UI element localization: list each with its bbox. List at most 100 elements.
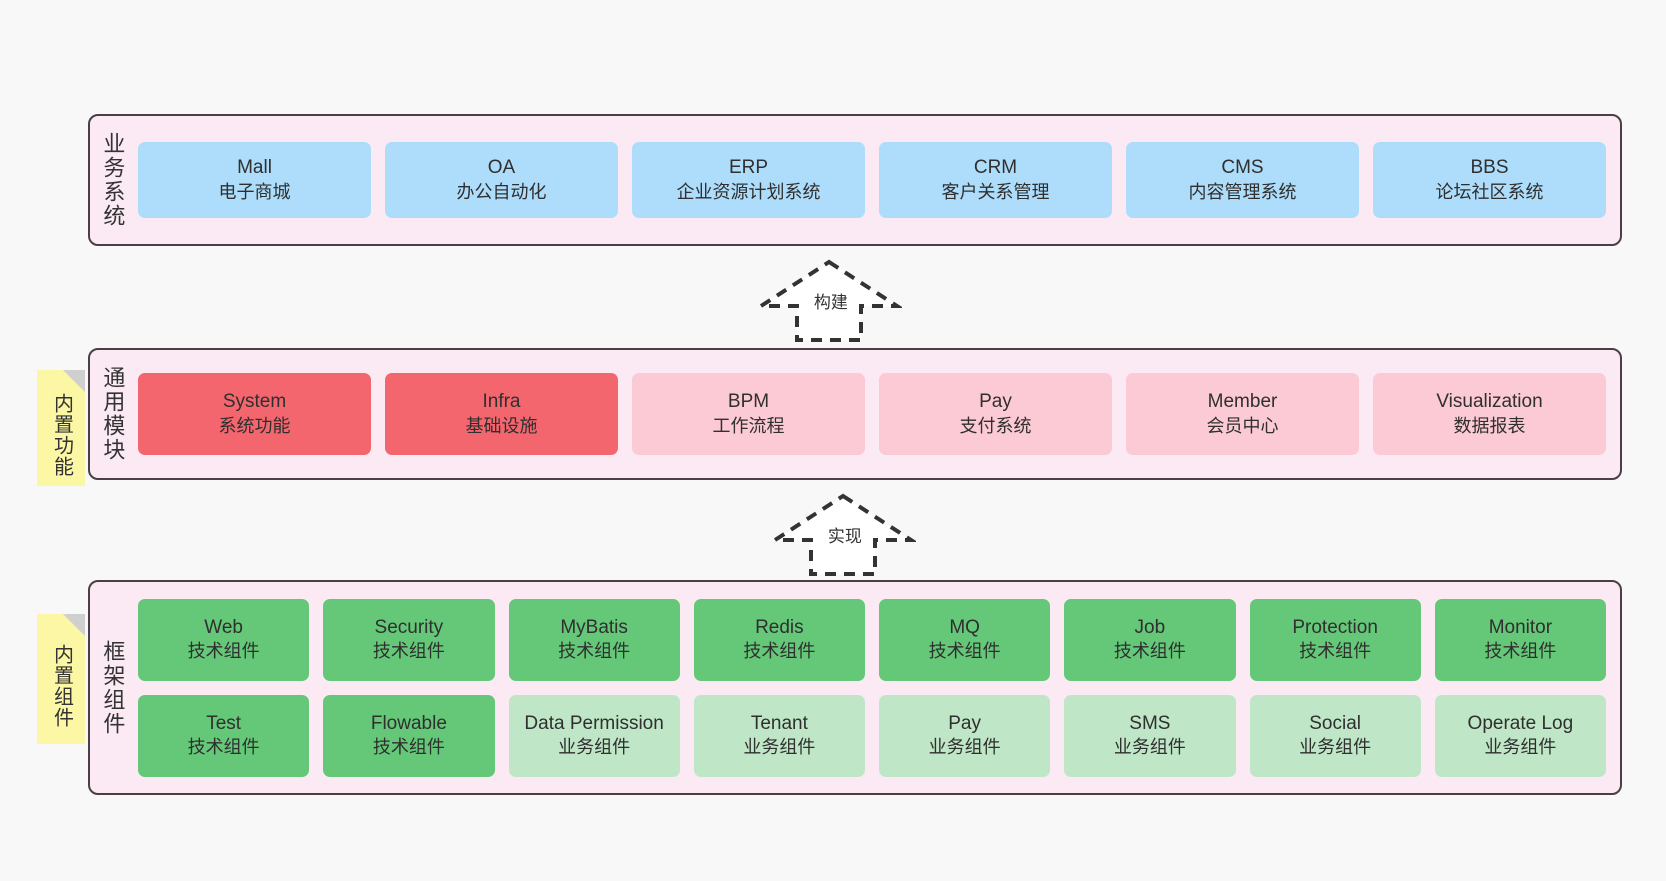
card-subtitle: 业务组件 xyxy=(1299,737,1372,758)
connector-implement-arrow: 实现 xyxy=(768,492,918,578)
card-tenant[interactable]: Tenant 业务组件 xyxy=(693,694,865,777)
layer-title-general-module: 通用模块 xyxy=(100,366,126,462)
card-title: Web xyxy=(204,616,243,638)
card-subtitle: 业务组件 xyxy=(558,737,631,758)
card-title: System xyxy=(222,391,287,413)
card-title: ERP xyxy=(728,157,769,179)
card-subtitle: 业务组件 xyxy=(1113,737,1186,758)
card-row-tech: Web 技术组件 Security 技术组件 MyBatis 技术组件 Redi… xyxy=(138,598,1606,681)
card-title: Operate Log xyxy=(1467,712,1574,734)
build-arrow-icon xyxy=(754,259,904,342)
card-operate-log[interactable]: Operate Log 业务组件 xyxy=(1434,694,1606,777)
card-mybatis[interactable]: MyBatis 技术组件 xyxy=(508,598,680,681)
card-subtitle: 内容管理系统 xyxy=(1188,181,1297,202)
card-title: Infra xyxy=(482,391,521,413)
folded-corner-icon xyxy=(63,614,85,636)
layer-framework-component: 框架组件 Web 技术组件 Security 技术组件 MyBatis 技术组件… xyxy=(88,580,1622,795)
card-crm[interactable]: CRM 客户关系管理 xyxy=(879,142,1112,218)
card-subtitle: 办公自动化 xyxy=(456,181,547,202)
card-title: Pay xyxy=(948,712,981,734)
card-cms[interactable]: CMS 内容管理系统 xyxy=(1126,142,1359,218)
card-protection[interactable]: Protection 技术组件 xyxy=(1249,598,1421,681)
layer-business-system: 业务系统 Mall 电子商城 OA 办公自动化 ERP 企业资源计划系统 CRM… xyxy=(88,114,1622,246)
connector-label: 实现 xyxy=(827,527,862,546)
card-title: Data Permission xyxy=(524,712,664,734)
card-subtitle: 会员中心 xyxy=(1206,415,1279,436)
card-subtitle: 数据报表 xyxy=(1453,415,1526,436)
card-oa[interactable]: OA 办公自动化 xyxy=(385,142,618,218)
card-data-permission[interactable]: Data Permission 业务组件 xyxy=(508,694,680,777)
card-title: Social xyxy=(1309,712,1361,734)
card-monitor[interactable]: Monitor 技术组件 xyxy=(1434,598,1606,681)
card-title: BPM xyxy=(727,391,770,413)
card-title: Member xyxy=(1207,391,1278,413)
card-pay-component[interactable]: Pay 业务组件 xyxy=(879,694,1051,777)
card-title: MQ xyxy=(949,616,980,638)
note-tab-label: 内置功能 xyxy=(50,393,73,477)
card-title: Flowable xyxy=(370,712,447,734)
card-title: Visualization xyxy=(1436,391,1543,413)
card-subtitle: 电子商城 xyxy=(218,181,291,202)
card-subtitle: 技术组件 xyxy=(558,641,631,662)
card-web[interactable]: Web 技术组件 xyxy=(138,598,310,681)
card-row-general-module: System 系统功能 Infra 基础设施 BPM 工作流程 Pay 支付系统… xyxy=(134,350,1620,478)
card-row-business: Test 技术组件 Flowable 技术组件 Data Permission … xyxy=(138,694,1606,777)
card-social[interactable]: Social 业务组件 xyxy=(1249,694,1421,777)
card-title: BBS xyxy=(1470,157,1509,179)
card-subtitle: 系统功能 xyxy=(218,415,291,436)
card-job[interactable]: Job 技术组件 xyxy=(1064,598,1236,681)
card-system[interactable]: System 系统功能 xyxy=(138,373,371,455)
card-subtitle: 客户关系管理 xyxy=(941,181,1050,202)
card-subtitle: 技术组件 xyxy=(743,641,816,662)
card-title: CRM xyxy=(973,157,1018,179)
card-subtitle: 技术组件 xyxy=(928,641,1001,662)
card-mall[interactable]: Mall 电子商城 xyxy=(138,142,371,218)
card-title: Test xyxy=(206,712,242,734)
card-title: Job xyxy=(1134,616,1166,638)
card-sms[interactable]: SMS 业务组件 xyxy=(1064,694,1236,777)
card-mq[interactable]: MQ 技术组件 xyxy=(879,598,1051,681)
note-tab-builtin-function: 内置功能 xyxy=(37,370,85,486)
card-title: Tenant xyxy=(750,712,808,734)
card-security[interactable]: Security 技术组件 xyxy=(323,598,495,681)
card-infra[interactable]: Infra 基础设施 xyxy=(385,373,618,455)
card-subtitle: 工作流程 xyxy=(712,415,785,436)
card-subtitle: 技术组件 xyxy=(187,641,260,662)
card-title: SMS xyxy=(1129,712,1171,734)
card-subtitle: 支付系统 xyxy=(959,415,1032,436)
card-test[interactable]: Test 技术组件 xyxy=(138,694,310,777)
connector-build-arrow: 构建 xyxy=(754,258,904,344)
card-pay-module[interactable]: Pay 支付系统 xyxy=(879,373,1112,455)
layer-title-business-system: 业务系统 xyxy=(100,132,126,228)
note-tab-builtin-component: 内置组件 xyxy=(37,614,85,744)
card-title: OA xyxy=(487,157,516,179)
card-grid-framework-component: Web 技术组件 Security 技术组件 MyBatis 技术组件 Redi… xyxy=(134,582,1620,793)
note-tab-label: 内置组件 xyxy=(50,644,73,728)
folded-corner-icon xyxy=(63,370,85,392)
card-visualization[interactable]: Visualization 数据报表 xyxy=(1373,373,1606,455)
card-title: Mall xyxy=(237,157,272,179)
connector-label: 构建 xyxy=(813,293,848,312)
card-redis[interactable]: Redis 技术组件 xyxy=(693,598,865,681)
card-subtitle: 基础设施 xyxy=(465,415,538,436)
card-title: Protection xyxy=(1292,616,1378,638)
card-title: Monitor xyxy=(1488,616,1553,638)
card-bpm[interactable]: BPM 工作流程 xyxy=(632,373,865,455)
card-subtitle: 业务组件 xyxy=(1484,737,1557,758)
card-row-business-system: Mall 电子商城 OA 办公自动化 ERP 企业资源计划系统 CRM 客户关系… xyxy=(134,116,1620,244)
card-subtitle: 技术组件 xyxy=(372,737,445,758)
layer-title-framework-component: 框架组件 xyxy=(100,639,126,736)
card-subtitle: 论坛社区系统 xyxy=(1435,181,1544,202)
card-title: CMS xyxy=(1221,157,1264,179)
card-subtitle: 技术组件 xyxy=(372,641,445,662)
card-flowable[interactable]: Flowable 技术组件 xyxy=(323,694,495,777)
card-member[interactable]: Member 会员中心 xyxy=(1126,373,1359,455)
card-title: Pay xyxy=(979,391,1012,413)
card-bbs[interactable]: BBS 论坛社区系统 xyxy=(1373,142,1606,218)
card-title: MyBatis xyxy=(560,616,628,638)
card-subtitle: 业务组件 xyxy=(928,737,1001,758)
card-subtitle: 企业资源计划系统 xyxy=(676,181,821,202)
card-erp[interactable]: ERP 企业资源计划系统 xyxy=(632,142,865,218)
layer-general-module: 通用模块 System 系统功能 Infra 基础设施 BPM 工作流程 Pay… xyxy=(88,348,1622,480)
